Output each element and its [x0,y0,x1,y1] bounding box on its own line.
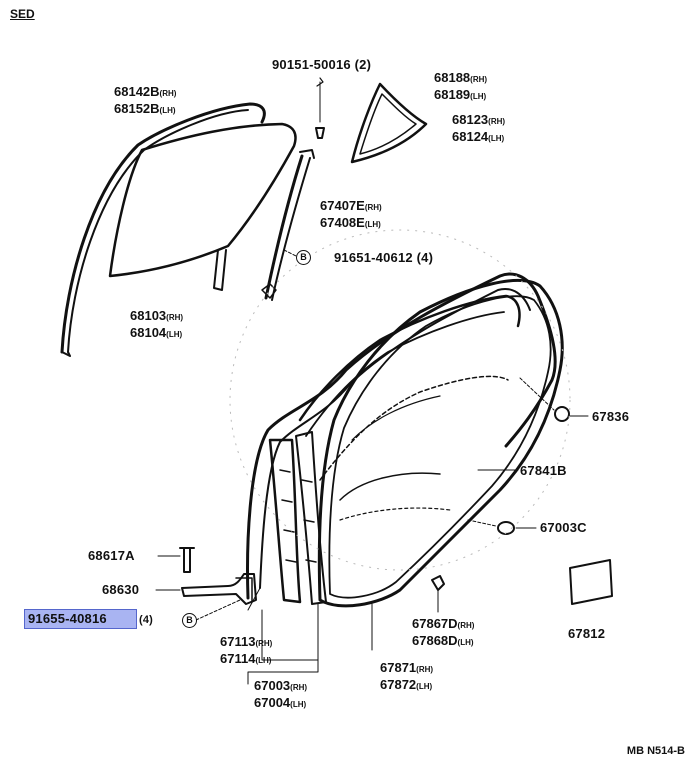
rh-suffix: (RH) [166,313,184,322]
part-label-67812: 67812 [568,626,606,641]
part-number-68123: 68123 [452,112,489,127]
variant-heading: SED [10,7,35,21]
part-number-67407E: 67407E [320,198,365,213]
rh-suffix: (RH) [416,665,434,674]
part-number-68124: 68124 [452,129,489,144]
rh-suffix: (RH) [457,621,475,630]
door-shell [246,272,557,600]
part-label-68617A: 68617A [88,548,135,563]
glass-run-strip [60,102,266,354]
part-label-68103-68104: 68103(RH) 68104(LH) [130,308,183,342]
lh-suffix: (LH) [159,106,176,115]
part-label-67841B: 67841B [520,463,567,478]
part-number-68189: 68189 [434,87,471,102]
part-number-68142B: 68142B [114,84,160,99]
part-number-67872: 67872 [380,677,417,692]
part-label-67836: 67836 [592,409,630,424]
lh-suffix: (LH) [290,700,307,709]
bolt-b-icon: B [296,250,311,265]
lh-suffix: (LH) [255,656,272,665]
part-label-67407E-67408E: 67407E(RH) 67408E(LH) [320,198,382,232]
part-number-67868D: 67868D [412,633,458,648]
part-number-67004: 67004 [254,695,291,710]
rh-suffix: (RH) [159,89,177,98]
part-number-68103: 68103 [130,308,167,323]
part-label-68188-68189: 68188(RH) 68189(LH) [434,70,487,104]
part-label-67003C: 67003C [540,520,587,535]
part-label-67871-67872: 67871(RH) 67872(LH) [380,660,433,694]
part-label-67003-67004: 67003(RH) 67004(LH) [254,678,307,712]
part-number-68188: 68188 [434,70,471,85]
part-number-68104: 68104 [130,325,167,340]
lh-suffix: (LH) [364,220,381,229]
part-label-67867D-67868D: 67867D(RH) 67868D(LH) [412,616,474,650]
part-label-67113-67114: 67113(RH) 67114(LH) [220,634,272,668]
lh-suffix: (LH) [488,134,505,143]
division-bar [264,154,304,300]
diagram-code: MB N514-B [626,745,685,757]
part-number-67003: 67003 [254,678,291,693]
service-hole-cover [569,559,613,605]
lh-suffix: (LH) [457,638,474,647]
rh-suffix: (RH) [255,639,273,648]
rh-suffix: (RH) [290,683,308,692]
part-label-91655[interactable]: 91655-40816 [28,611,107,626]
part-number-67114: 67114 [220,651,256,666]
lh-suffix: (LH) [166,330,183,339]
door-glass [108,122,297,278]
part-number-67113: 67113 [220,634,256,649]
part-number-68152B: 68152B [114,101,160,116]
door-weatherstrip [317,279,564,608]
part-label-68142B-68152B: 68142B(RH) 68152B(LH) [114,84,176,118]
bolt-b-icon: B [182,613,197,628]
part-number-67871: 67871 [380,660,417,675]
part-label-68630: 68630 [102,582,140,597]
lh-suffix: (LH) [416,682,433,691]
rh-suffix: (RH) [364,203,382,212]
lh-suffix: (LH) [470,92,487,101]
highlighted-part-box[interactable] [24,609,137,629]
part-label-68123-68124: 68123(RH) 68124(LH) [452,112,505,146]
rh-suffix: (RH) [488,117,506,126]
part-label-90151: 90151-50016 (2) [272,57,372,72]
part-label-91651: 91651-40612 (4) [334,250,434,265]
part-number-67408E: 67408E [320,215,365,230]
rh-suffix: (RH) [470,75,488,84]
part-label-91655-quantity: (4) [139,614,154,626]
quarter-window [350,82,428,164]
part-number-67867D: 67867D [412,616,458,631]
